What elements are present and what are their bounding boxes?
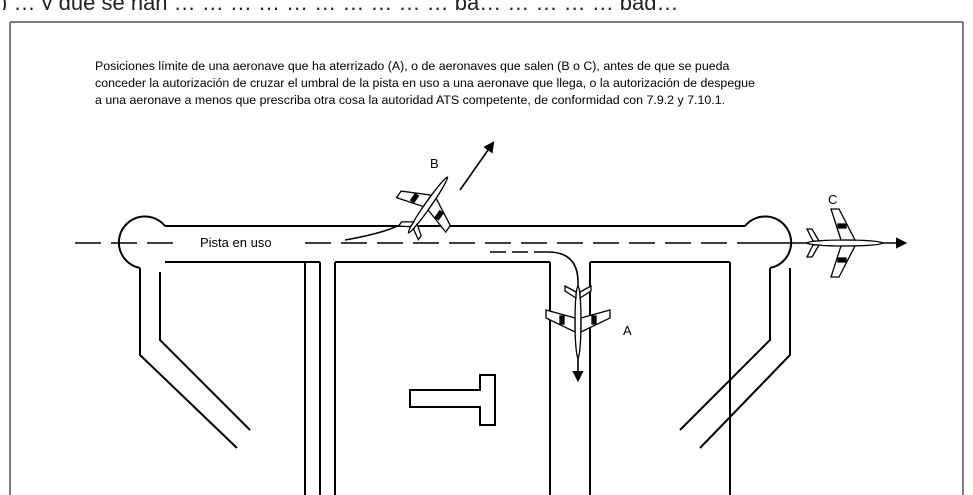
runway-outline [117,215,793,269]
caption-line-1: Posiciones límite de una aeronave que ha… [95,59,730,73]
runway-label: Pista en uso [200,235,272,250]
aircraft-b-airplane-icon [395,176,452,242]
landing-tee-icon [409,374,496,426]
cropped-header-text: ) … y que se han … … … … … … … … … … pa…… [0,0,973,10]
aircraft-c-label: C [828,192,837,207]
caption-line-3: a una aeronave a menos que prescriba otr… [95,93,726,107]
aircraft-a-label: A [623,323,632,338]
aircraft-a-path [490,251,584,383]
aircraft-a-airplane-icon [545,284,611,360]
aircraft-b-label: B [430,156,439,171]
page-frame [9,21,964,495]
aircraft-c-airplane-icon [805,208,885,278]
taxiways [139,262,791,495]
caption-line-2: conceder la autorización de cruzar el um… [95,76,755,90]
diagram-caption: Posiciones límite de una aeronave que ha… [95,58,915,109]
